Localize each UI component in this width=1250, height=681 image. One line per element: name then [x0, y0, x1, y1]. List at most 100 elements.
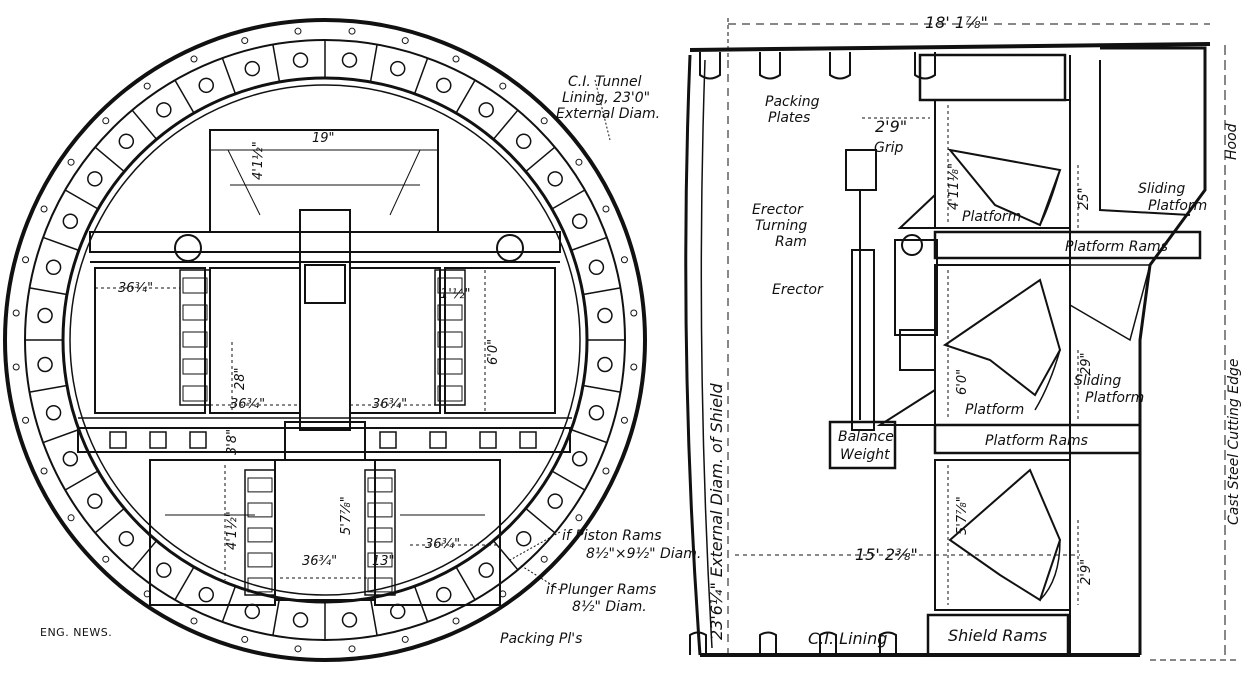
lining-tooth	[879, 631, 897, 655]
rivet	[102, 555, 110, 563]
dim-15-2-label: 15' 2⅜"	[855, 545, 918, 564]
rivet	[67, 158, 75, 166]
bolt-hole	[292, 52, 309, 68]
middle-compartment-right	[444, 267, 556, 414]
dim-1-half-label: 1'½"	[440, 287, 470, 302]
erector-pulley-right	[496, 234, 524, 262]
segment-joint	[369, 597, 378, 636]
bolt-hole	[588, 404, 605, 421]
rivet	[12, 363, 20, 371]
balance-weight-label-1: Balance	[838, 429, 894, 445]
ram-block	[367, 502, 393, 518]
packing-pls-label: Packing Pl's	[500, 631, 582, 647]
beam-block	[429, 431, 447, 449]
bolt-hole	[341, 52, 358, 68]
segment-joint	[272, 597, 281, 636]
lining-tooth	[759, 631, 777, 655]
rivet	[540, 117, 548, 125]
erector-grip-head	[845, 149, 877, 191]
dim-36-3q-mid-right-label: 36¾"	[372, 397, 407, 412]
dim-25-label: 25"	[1077, 187, 1092, 210]
ci-lining-label: C.I. Lining	[808, 629, 887, 648]
platform-rams-upper	[933, 230, 1202, 260]
lining-tooth	[819, 631, 837, 655]
bolt-hole	[389, 60, 406, 77]
ram-block	[182, 304, 208, 321]
platform-mid-label: Platform	[965, 402, 1024, 418]
ram-columns	[179, 269, 466, 596]
rivet	[22, 416, 30, 424]
overall-length-label: 18' 1⅞"	[925, 13, 988, 32]
beam-blocks	[109, 431, 537, 449]
bolt-hole	[62, 213, 79, 229]
bolt-hole	[156, 102, 172, 118]
ram-column	[364, 469, 396, 596]
beam-block	[479, 431, 497, 449]
bolt-hole	[87, 493, 103, 509]
platform-top-label: Platform	[962, 209, 1021, 225]
rivet	[241, 37, 249, 45]
ram-block	[437, 358, 463, 375]
segment-joint	[492, 109, 519, 140]
bolt-hole	[478, 102, 494, 118]
beam-block	[109, 431, 127, 449]
bolt-hole	[45, 259, 62, 276]
rivet	[401, 635, 409, 643]
segment-joint	[525, 507, 556, 534]
rivet	[348, 27, 356, 35]
sliding-platform-top-label-1: Sliding	[1138, 181, 1185, 197]
shield-rams-label: Shield Rams	[948, 626, 1047, 645]
rivet	[12, 309, 20, 317]
segment-joint	[525, 146, 556, 173]
beam-block	[379, 431, 397, 449]
segment-arc-lower	[1039, 539, 1061, 601]
hood-label: Hood	[1224, 123, 1240, 160]
rivet	[540, 555, 548, 563]
ram-block	[182, 358, 208, 375]
platform-rams-mid-label: Platform Rams	[985, 433, 1088, 449]
dim-13-label: 13"	[372, 554, 395, 569]
sliding-platform-mid-label-1: Sliding	[1074, 373, 1121, 389]
segment-joint	[42, 236, 80, 252]
rivet	[602, 205, 610, 213]
segment-joint	[42, 428, 80, 444]
rivet	[452, 55, 460, 63]
external-diam-label: 23'6¼" External Diam. of Shield	[707, 382, 726, 640]
segment-joint	[369, 44, 378, 83]
erector-turning-ram-label-2: Turning	[755, 218, 807, 234]
dim-28-label: 28"	[233, 367, 248, 390]
dim-29-bottom-label: 2'9"	[1079, 559, 1094, 585]
segment-joint	[455, 566, 476, 601]
ram-block	[182, 331, 208, 348]
outer-shield-ring	[3, 18, 647, 662]
lining-inner-ring	[61, 76, 589, 604]
segment-joint	[131, 540, 158, 571]
packing-plate	[699, 52, 721, 80]
lower-platform-beam	[77, 427, 571, 453]
hood	[1100, 46, 1207, 655]
bolt-hole	[244, 60, 261, 77]
ram-block	[247, 502, 273, 518]
bolt-hole	[341, 612, 358, 628]
dim-36-3q-left-label: 36¾"	[118, 281, 153, 296]
rivet	[143, 82, 151, 90]
rivet	[575, 158, 583, 166]
bolt-hole	[37, 307, 53, 324]
beam-block	[149, 431, 167, 449]
packing-plate	[829, 52, 851, 80]
rivet	[620, 416, 628, 424]
segment-joint	[570, 236, 608, 252]
middle-compartment-center-left	[209, 267, 301, 414]
dim-36-3q-mid-left-label: 36¾"	[230, 397, 265, 412]
erector-hub	[894, 239, 938, 336]
rivet	[40, 467, 48, 475]
platform-bracket-upper	[897, 192, 936, 229]
segment-joint	[570, 428, 608, 444]
sliding-platform-top-label-2: Platform	[1148, 198, 1207, 214]
dim-19-label: 19"	[312, 131, 335, 146]
bolt-hole	[515, 133, 532, 150]
ram-block	[367, 552, 393, 568]
tunnel-lining-label-1: C.I. Tunnel	[568, 74, 642, 90]
ram-block	[247, 527, 273, 543]
dim-5-7-8-label: 5'7⅞"	[955, 496, 970, 535]
